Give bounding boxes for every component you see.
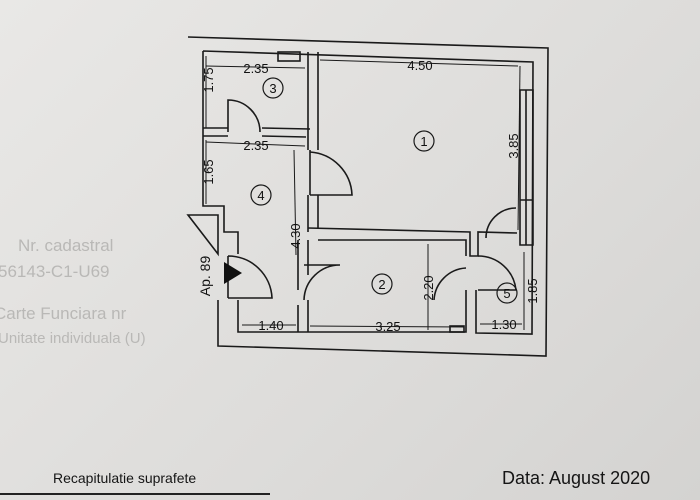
dim-room2-height: 2.20 <box>421 275 436 300</box>
room-3-label: 3 <box>269 81 276 96</box>
plan-date: Data: August 2020 <box>502 468 651 488</box>
door-room4-room1 <box>309 150 353 196</box>
outer-wall <box>186 36 549 357</box>
inner-wall <box>202 50 534 335</box>
stamp-land-book-label: Carte Funciara nr <box>0 304 127 323</box>
dim-hall-length: 4.30 <box>288 223 303 248</box>
stamp-cadastral-label: Nr. cadastral <box>18 236 114 255</box>
apartment-label: Ap. 89 <box>197 256 213 297</box>
dim-room3-width: 2.35 <box>243 61 268 76</box>
wall-room1-left <box>307 52 319 232</box>
dim-room3-height: 1.75 <box>201 67 216 92</box>
stamp-unit-label: Unitate individuala (U) <box>0 330 146 347</box>
wall-room2-left <box>297 240 309 332</box>
door-room5 <box>477 207 517 291</box>
dim-room2-width: 3.25 <box>375 319 400 334</box>
door-room3 <box>227 99 261 133</box>
room-4-label: 4 <box>257 188 264 203</box>
radiator <box>449 325 465 333</box>
wall-room1-room2 <box>307 227 518 257</box>
door-room5-left <box>433 267 467 301</box>
dim-room4-height: 1.65 <box>201 159 216 184</box>
dim-room1-height: 3.85 <box>506 133 521 158</box>
room-5-label: 5 <box>503 286 510 301</box>
room-1-label: 1 <box>420 134 427 149</box>
table-top-border <box>0 493 270 495</box>
room-2-label: 2 <box>378 277 385 292</box>
window-top <box>277 51 301 62</box>
door-room2 <box>303 264 341 301</box>
stamp-cadastral-number: 56143-C1-U69 <box>0 262 110 281</box>
entrance-arrow <box>224 262 242 284</box>
wall-room3-room4 <box>203 127 311 138</box>
dim-entrance-width: 1.40 <box>258 318 283 333</box>
window-right <box>519 89 534 246</box>
summary-title: Recapitulatie suprafete <box>53 470 197 486</box>
dim-room5-height: 1.85 <box>525 278 540 303</box>
dim-room5-width: 1.30 <box>491 317 516 332</box>
dim-room4-width: 2.35 <box>243 138 268 153</box>
dim-room1-width: 4.50 <box>407 58 432 73</box>
wall-room5 <box>465 290 477 316</box>
